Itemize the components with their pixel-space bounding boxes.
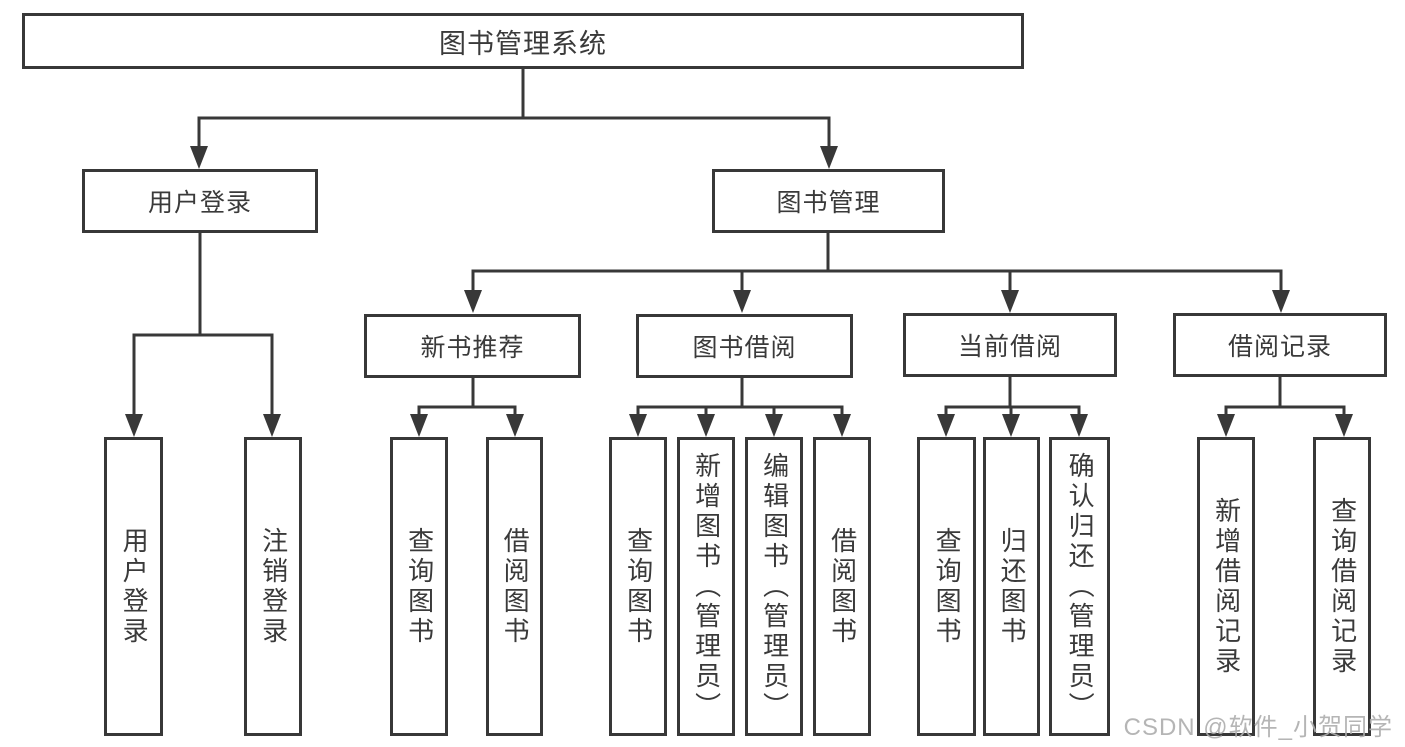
node-user-login: 用户登录 bbox=[82, 169, 318, 233]
leaf-label: 归还图书 bbox=[997, 526, 1028, 647]
node-new-book-recommend: 新书推荐 bbox=[364, 314, 581, 378]
leaf-add-borrow-record: 新增借阅记录 bbox=[1197, 437, 1255, 736]
arrowheads bbox=[125, 146, 1353, 437]
leaf-label: 查询借阅记录 bbox=[1327, 496, 1358, 677]
leaf-query-books: 查询图书 bbox=[917, 437, 976, 736]
leaf-label: 查询图书 bbox=[404, 526, 435, 647]
leaf-add-book-admin: 新增图书（管理员） bbox=[677, 437, 735, 736]
leaf-confirm-return-admin: 确认归还（管理员） bbox=[1049, 437, 1110, 736]
leaf-label: 注销登录 bbox=[258, 526, 289, 647]
leaf-query-books: 查询图书 bbox=[390, 437, 448, 736]
leaf-label: 新增借阅记录 bbox=[1211, 496, 1242, 677]
leaf-return-book: 归还图书 bbox=[983, 437, 1040, 736]
node-book-management: 图书管理 bbox=[712, 169, 945, 233]
leaf-label: 编辑图书（管理员） bbox=[759, 451, 790, 722]
leaf-query-borrow-record: 查询借阅记录 bbox=[1313, 437, 1371, 736]
leaf-label: 查询图书 bbox=[623, 526, 654, 647]
leaf-user-login: 用户登录 bbox=[104, 437, 163, 736]
node-library-management-system: 图书管理系统 bbox=[22, 13, 1024, 69]
leaf-label: 用户登录 bbox=[119, 526, 150, 647]
csdn-watermark: CSDN @软件_小贺同学 bbox=[1123, 714, 1393, 741]
leaf-label: 借阅图书 bbox=[500, 526, 531, 647]
node-borrowing-records: 借阅记录 bbox=[1173, 313, 1387, 377]
leaf-label: 确认归还（管理员） bbox=[1065, 451, 1096, 722]
leaf-borrow-books: 借阅图书 bbox=[813, 437, 871, 736]
node-current-borrowing: 当前借阅 bbox=[903, 313, 1117, 377]
leaf-label: 新增图书（管理员） bbox=[691, 451, 722, 722]
leaf-edit-book-admin: 编辑图书（管理员） bbox=[745, 437, 803, 736]
leaf-query-books: 查询图书 bbox=[609, 437, 667, 736]
leaf-label: 借阅图书 bbox=[827, 526, 858, 647]
node-book-borrowing: 图书借阅 bbox=[636, 314, 853, 378]
leaf-logout: 注销登录 bbox=[244, 437, 302, 736]
leaf-label: 查询图书 bbox=[932, 526, 963, 647]
leaf-borrow-books: 借阅图书 bbox=[486, 437, 543, 736]
